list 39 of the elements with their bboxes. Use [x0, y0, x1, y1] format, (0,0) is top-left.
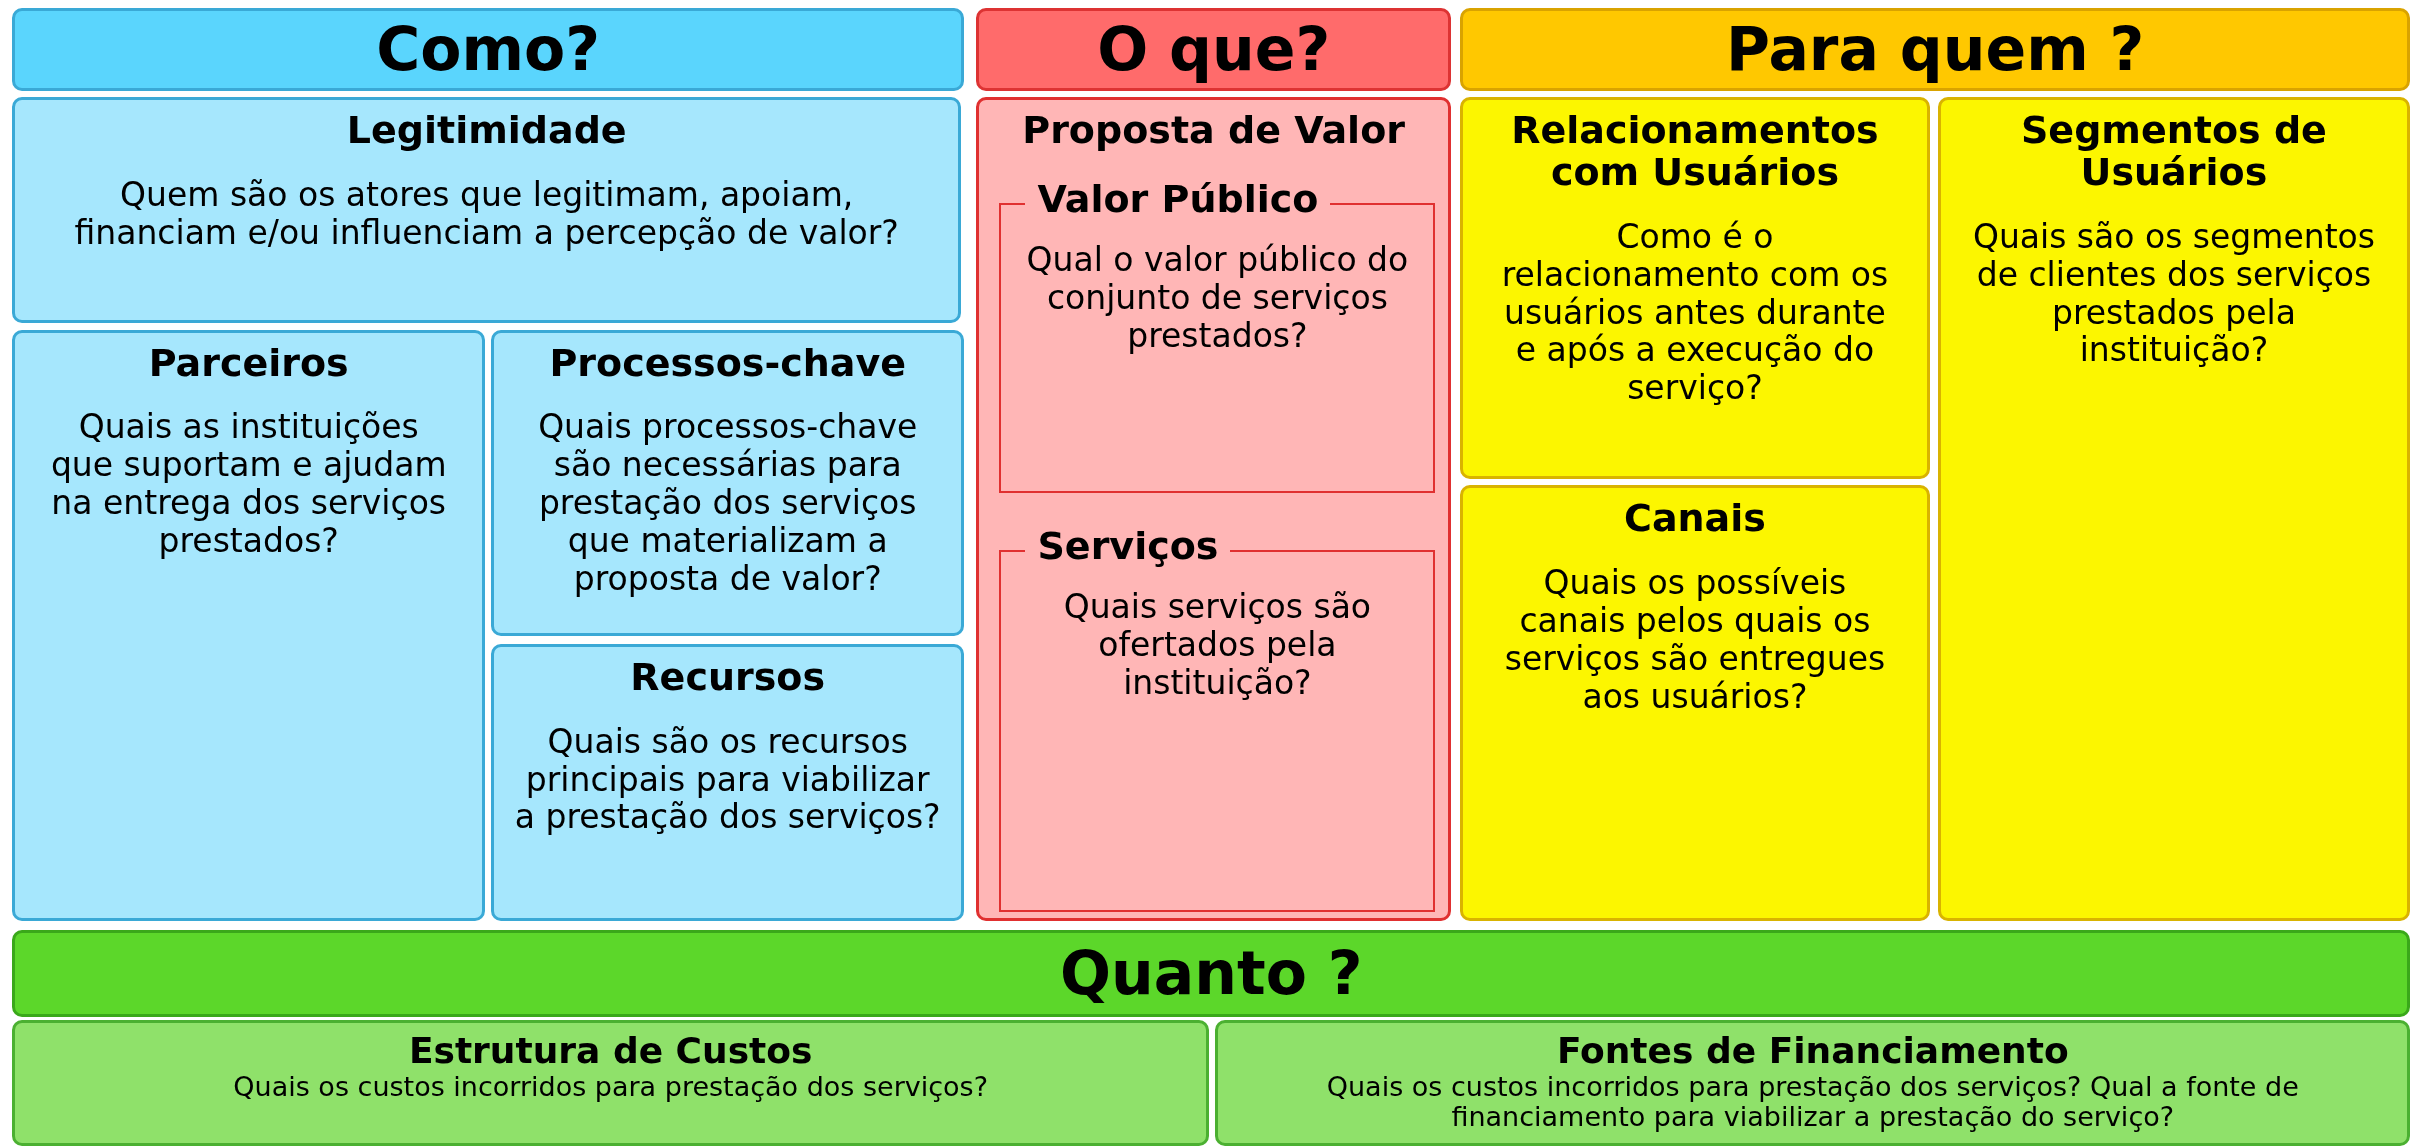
- section-heading: Segmentos de Usuários: [2020, 110, 2328, 194]
- section-heading: Proposta de Valor: [1021, 110, 1406, 152]
- canvas-block: [1460, 485, 1930, 921]
- header-title: Quanto ?: [1060, 938, 1363, 1009]
- canvas-block: [1215, 1019, 2411, 1146]
- section-heading: Legitimidade: [345, 110, 628, 152]
- section-heading: Processos-chave: [548, 342, 907, 385]
- question-text: Quais processos-chave são necessárias para prestação dos serviços que materializam a proposta de valor?: [537, 408, 919, 599]
- question-text: Quais os possíveis canais pelos quais os serviços são entregues aos usuários?: [1503, 563, 1887, 716]
- canvas-block: [12, 97, 962, 324]
- header-title: Como?: [376, 14, 601, 85]
- canvas-block: [1937, 97, 2411, 921]
- canvas-block: [1460, 97, 1930, 479]
- header-title: O que?: [1097, 14, 1331, 85]
- header-band: [12, 930, 2411, 1017]
- header-title: Para quem ?: [1726, 14, 2145, 85]
- canvas-block: [12, 329, 486, 921]
- section-heading: Estrutura de Custos: [407, 1030, 814, 1071]
- section-heading: Recursos: [629, 656, 827, 699]
- canvas-block: [491, 329, 965, 637]
- question-text: Quais os custos incorridos para prestação dos serviços?: [232, 1072, 990, 1102]
- question-text: Quais os custos incorridos para prestação dos serviços? Qual a fonte de financiamento para viabilizar a prestação do serviço?: [1325, 1072, 2300, 1132]
- canvas-block: [976, 97, 1451, 921]
- question-text: Quais as instituições que suportam e ajudam na entrega dos serviços prestados?: [49, 408, 448, 561]
- question-text: Quais são os segmentos de clientes dos serviços prestados pela instituição?: [1971, 217, 2376, 370]
- header-band: [976, 7, 1451, 91]
- question-text: Quem são os atores que legitimam, apoiam, financiam e/ou influenciam a percepção de valor?: [73, 175, 900, 252]
- canvas-block: [491, 643, 965, 921]
- header-band: [1460, 7, 2411, 91]
- canvas-block: [12, 1019, 1210, 1146]
- section-heading: Canais: [1623, 498, 1767, 540]
- section-heading: Relacionamentos com Usuários: [1510, 110, 1880, 194]
- question-text: Quais serviços são ofertados pela instituição?: [1062, 587, 1373, 702]
- section-heading: Parceiros: [147, 342, 350, 385]
- header-band: [12, 7, 965, 91]
- question-text: Como é o relacionamento com os usuários antes durante e após a execução do serviço?: [1500, 217, 1890, 408]
- question-text: Quais são os recursos principais para viabilizar a prestação dos serviços?: [513, 722, 942, 837]
- section-heading: Fontes de Financiamento: [1555, 1030, 2070, 1071]
- question-text: Qual o valor público do conjunto de serviços prestados?: [1025, 241, 1410, 356]
